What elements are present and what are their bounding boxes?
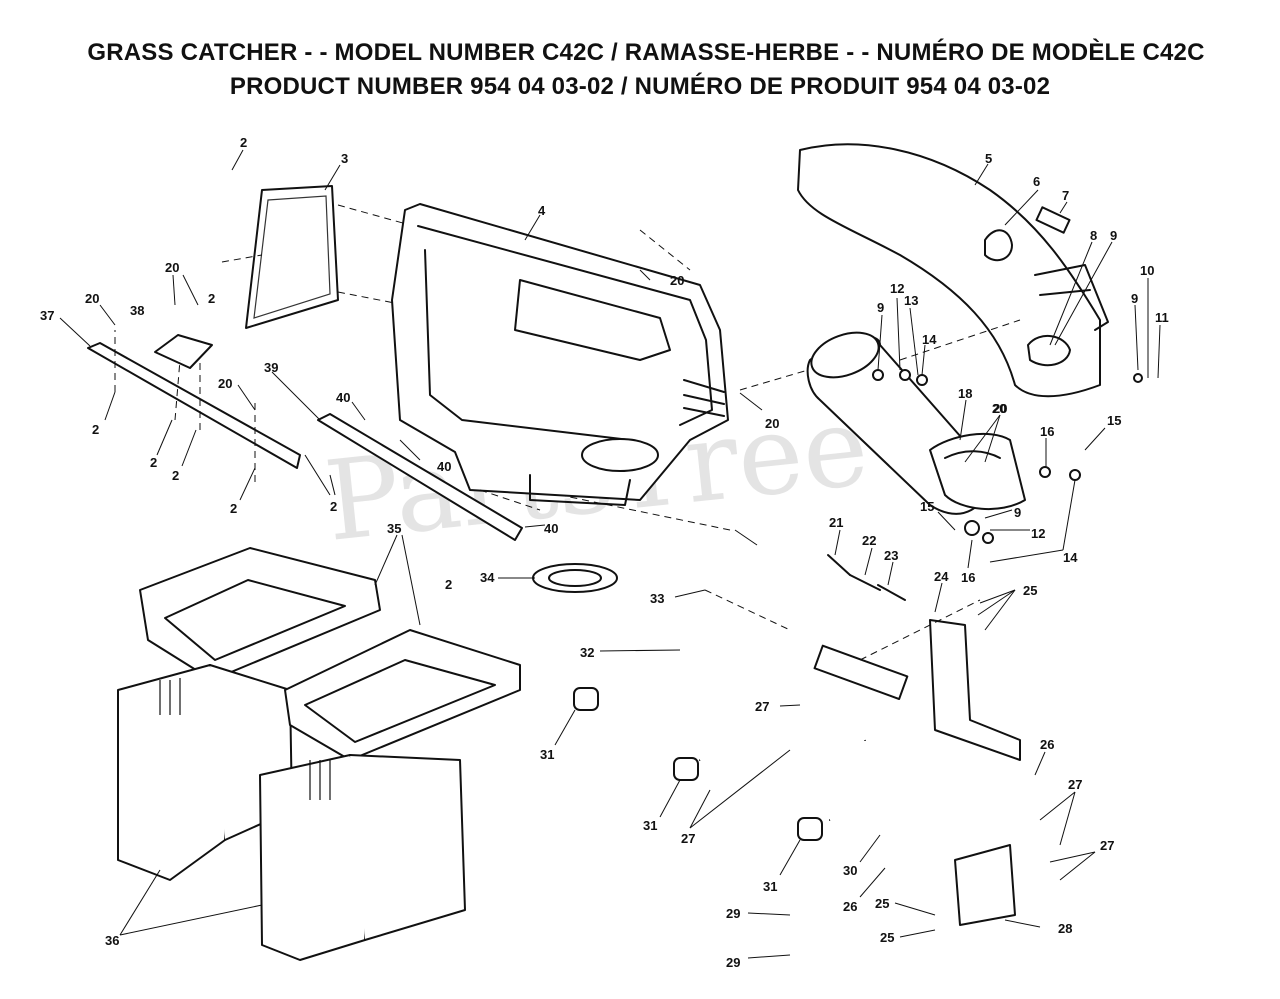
callout-label: 24 <box>934 569 949 584</box>
callout-label: 10 <box>1140 263 1154 278</box>
callout-label: 8 <box>1090 228 1097 243</box>
callout-label: 12 <box>1031 526 1045 541</box>
callout-label: 29 <box>726 906 740 921</box>
callout-label: 12 <box>890 281 904 296</box>
callout-label: 2 <box>208 291 215 306</box>
callout-label: 27 <box>681 831 695 846</box>
callout-label: 20 <box>670 273 684 288</box>
callout-label: 3 <box>341 151 348 166</box>
callout-label: 9 <box>1014 505 1021 520</box>
callout-label: 2 <box>92 422 99 437</box>
callout-label: 2 <box>240 135 247 150</box>
callout-label: 18 <box>958 386 972 401</box>
callout-label: 25 <box>875 896 889 911</box>
callout-label: 4 <box>538 203 546 218</box>
channel-strips <box>87 334 523 541</box>
bag-frame-part <box>573 619 1021 926</box>
callout-label: 11 <box>1155 310 1169 325</box>
callout-label: 6 <box>1033 174 1040 189</box>
spring-assembly-part <box>827 554 906 601</box>
callout-label: 22 <box>862 533 876 548</box>
callout-label: 20 <box>765 416 779 431</box>
callout-label: 25 <box>880 930 894 945</box>
callout-label: 40 <box>544 521 558 536</box>
callout-labels: 2 3 20 2 38 20 37 2 2 2 20 2 39 40 40 2 … <box>40 135 1169 970</box>
callout-label: 25 <box>1023 583 1037 598</box>
callout-label: 16 <box>1040 424 1054 439</box>
callout-label: 20 <box>992 401 1006 416</box>
callout-label: 34 <box>480 570 495 585</box>
grille-screen-part <box>221 185 411 329</box>
callout-label: 9 <box>1110 228 1117 243</box>
title-line-model: GRASS CATCHER - - MODEL NUMBER C42C / RA… <box>87 39 1205 66</box>
callout-leaders <box>59 149 1161 959</box>
callout-label: 2 <box>230 501 237 516</box>
callout-label: 9 <box>877 300 884 315</box>
callout-label: 29 <box>726 955 740 970</box>
callout-label: 20 <box>218 376 232 391</box>
callout-label: 27 <box>1100 838 1114 853</box>
callout-label: 38 <box>130 303 144 318</box>
gasket-ring-part <box>532 563 618 593</box>
callout-label: 23 <box>884 548 898 563</box>
catcher-hood-part <box>391 203 729 506</box>
callout-label: 33 <box>650 591 664 606</box>
callout-label: 28 <box>1058 921 1072 936</box>
callout-label: 9 <box>1131 291 1138 306</box>
callout-label: 31 <box>540 747 554 762</box>
diagram-title: GRASS CATCHER - - MODEL NUMBER C42C / RA… <box>0 36 1280 104</box>
callout-label: 14 <box>1063 550 1078 565</box>
callout-label: 31 <box>763 879 777 894</box>
callout-label: 37 <box>40 308 54 323</box>
callout-label: 15 <box>1107 413 1121 428</box>
adapter-tube-part <box>806 331 1026 515</box>
callout-label: 31 <box>643 818 657 833</box>
callout-label: 7 <box>1062 188 1069 203</box>
title-line-product: PRODUCT NUMBER 954 04 03-02 / NUMÉRO DE … <box>229 73 1051 100</box>
callout-label: 39 <box>264 360 278 375</box>
callout-label: 2 <box>445 577 452 592</box>
callout-label: 27 <box>1068 777 1082 792</box>
callout-label: 20 <box>165 260 179 275</box>
callout-label: 20 <box>85 291 99 306</box>
callout-label: 13 <box>904 293 918 308</box>
callout-label: 35 <box>387 521 401 536</box>
callout-label: 32 <box>580 645 594 660</box>
callout-label: 40 <box>336 390 350 405</box>
callout-label: 26 <box>1040 737 1054 752</box>
callout-label: 2 <box>150 455 157 470</box>
hardware-pins <box>872 369 1143 544</box>
callout-label: 40 <box>437 459 451 474</box>
callout-label: 27 <box>755 699 769 714</box>
callout-label: 20 <box>993 401 1007 416</box>
callout-label: 30 <box>843 863 857 878</box>
callout-label: 2 <box>330 499 337 514</box>
callout-label: 14 <box>922 332 937 347</box>
callout-label: 26 <box>843 899 857 914</box>
callout-label: 15 <box>920 499 934 514</box>
callout-label: 36 <box>105 933 119 948</box>
callout-label: 5 <box>985 151 992 166</box>
callout-label: 21 <box>829 515 843 530</box>
callout-label: 16 <box>961 570 975 585</box>
alignment-lines <box>114 229 1021 661</box>
discharge-chute-part <box>797 143 1109 398</box>
catcher-bags-part <box>117 547 521 961</box>
callout-label: 2 <box>172 468 179 483</box>
